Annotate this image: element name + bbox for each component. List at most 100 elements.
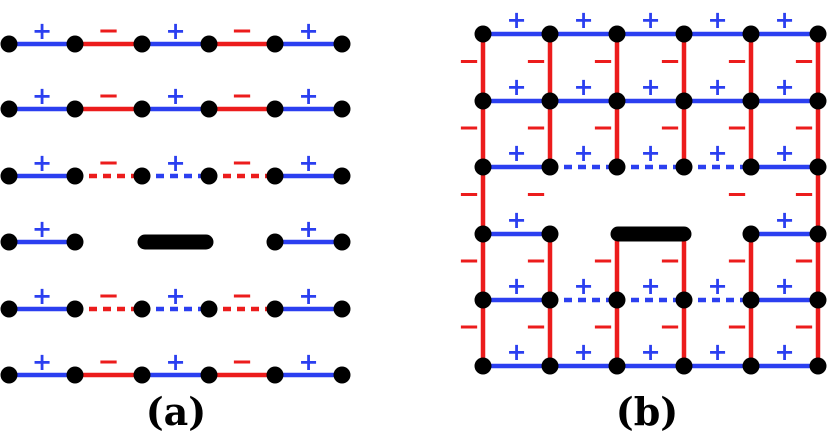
lattice-node [266, 100, 284, 118]
negative-sign: − [659, 47, 681, 77]
negative-sign: − [592, 47, 614, 77]
positive-sign: + [640, 272, 660, 300]
positive-sign: + [707, 338, 727, 366]
negative-sign: − [98, 16, 120, 46]
negative-sign: − [231, 16, 253, 46]
lattice-node [0, 167, 18, 185]
lattice-node [66, 100, 84, 118]
lattice-node [133, 366, 151, 384]
lattice-node [0, 35, 18, 53]
negative-sign: − [726, 312, 748, 342]
negative-sign: − [525, 113, 547, 143]
positive-sign: + [573, 139, 593, 167]
positive-sign: + [298, 17, 318, 45]
negative-sign: − [458, 312, 480, 342]
positive-sign: + [774, 6, 794, 34]
lattice-node [541, 291, 559, 309]
lattice-node [66, 300, 84, 318]
positive-sign: + [774, 139, 794, 167]
positive-sign: + [707, 73, 727, 101]
positive-sign: + [32, 82, 52, 110]
lattice-node [0, 100, 18, 118]
lattice-node [809, 225, 827, 243]
lattice-node [675, 25, 693, 43]
positive-sign: + [32, 215, 52, 243]
positive-sign: + [298, 149, 318, 177]
negative-sign: − [98, 148, 120, 178]
lattice-node [133, 35, 151, 53]
negative-sign: − [592, 312, 614, 342]
positive-sign: + [640, 338, 660, 366]
positive-sign: + [32, 282, 52, 310]
lattice-node [133, 167, 151, 185]
lattice-node [266, 35, 284, 53]
negative-sign: − [659, 113, 681, 143]
lattice-node [66, 233, 84, 251]
negative-sign: − [726, 246, 748, 276]
positive-sign: + [573, 338, 593, 366]
negative-sign: − [659, 246, 681, 276]
lattice-node [608, 158, 626, 176]
lattice-node [742, 357, 760, 375]
positive-sign: + [506, 272, 526, 300]
lattice-node [742, 291, 760, 309]
negative-sign: − [231, 347, 253, 377]
lattice-node [809, 357, 827, 375]
positive-sign: + [707, 272, 727, 300]
positive-sign: + [573, 6, 593, 34]
lattice-node [608, 357, 626, 375]
lattice-node [200, 100, 218, 118]
positive-sign: + [32, 17, 52, 45]
negative-sign: − [793, 312, 815, 342]
negative-sign: − [98, 81, 120, 111]
lattice-node [333, 300, 351, 318]
lattice-node [474, 357, 492, 375]
lattice-node [541, 25, 559, 43]
lattice-node [474, 25, 492, 43]
positive-sign: + [298, 215, 318, 243]
negative-sign: − [793, 47, 815, 77]
negative-sign: − [793, 113, 815, 143]
positive-sign: + [707, 139, 727, 167]
lattice-node [200, 300, 218, 318]
negative-sign: − [458, 180, 480, 210]
lattice-node [474, 158, 492, 176]
positive-sign: + [506, 6, 526, 34]
positive-sign: + [640, 6, 660, 34]
positive-sign: + [298, 348, 318, 376]
negative-sign: − [793, 180, 815, 210]
negative-sign: − [525, 180, 547, 210]
lattice-node [675, 291, 693, 309]
negative-sign: − [98, 281, 120, 311]
negative-sign: − [726, 113, 748, 143]
negative-sign: − [659, 312, 681, 342]
lattice-node [809, 92, 827, 110]
lattice-node [608, 25, 626, 43]
positive-sign: + [165, 82, 185, 110]
lattice-node [333, 100, 351, 118]
lattice-node [742, 158, 760, 176]
lattice-node [66, 167, 84, 185]
lattice-node [742, 225, 760, 243]
lattice-node [200, 35, 218, 53]
lattice-node [200, 366, 218, 384]
negative-sign: − [458, 113, 480, 143]
negative-sign: − [525, 47, 547, 77]
lattice-node [474, 92, 492, 110]
lattice-node [0, 366, 18, 384]
positive-sign: + [774, 338, 794, 366]
positive-sign: + [298, 282, 318, 310]
negative-sign: − [592, 113, 614, 143]
positive-sign: + [573, 272, 593, 300]
lattice-node [742, 92, 760, 110]
positive-sign: + [165, 348, 185, 376]
positive-sign: + [506, 338, 526, 366]
positive-sign: + [32, 348, 52, 376]
lattice-node [675, 158, 693, 176]
negative-sign: − [726, 47, 748, 77]
lattice-node [333, 366, 351, 384]
lattice-node [809, 291, 827, 309]
negative-sign: − [458, 47, 480, 77]
lattice-node [608, 291, 626, 309]
